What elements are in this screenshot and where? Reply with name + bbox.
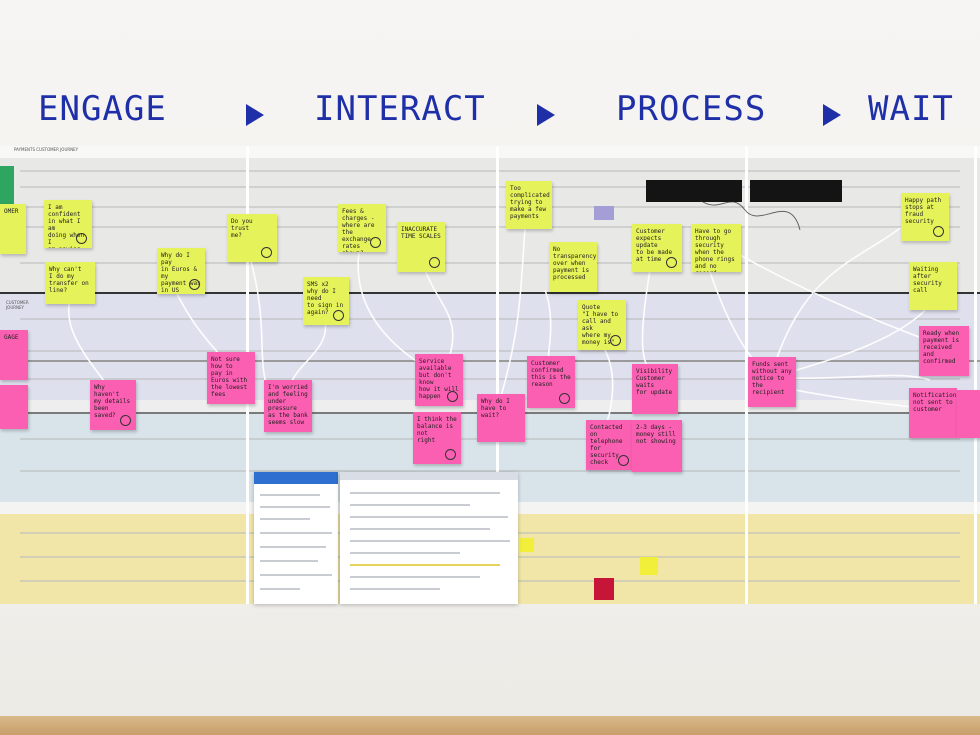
sticky-note-pink: Customer confirmed this is the reason (527, 356, 575, 408)
panel-seam (745, 146, 748, 604)
sticky-note-pink: Service available but don't know how it … (415, 354, 463, 406)
print-row (20, 378, 960, 380)
sticky-note-pink: Why do I have to wait? (477, 394, 525, 442)
face-icon (370, 237, 381, 248)
band-lavender (0, 294, 980, 400)
row-label-customer-journey: CUSTOMER JOURNEY (6, 300, 29, 310)
sticky-note-pink: Ready when payment is received and confi… (919, 326, 969, 376)
print-row (20, 186, 960, 188)
yellow-marker (640, 557, 658, 575)
sticky-note-pink: Visibility Customer waits for update (632, 364, 678, 414)
sticky-note-pink (957, 390, 980, 438)
purple-marker (594, 206, 614, 220)
print-row (20, 170, 960, 172)
sticky-note-yellow: Too complicated trying to make a few pay… (506, 181, 552, 229)
stage-arrow-icon (246, 104, 264, 126)
stage-label-process: PROCESS (616, 89, 767, 129)
sticky-note-yellow: SMS x2 why do I need to sign in again? (303, 277, 349, 325)
sticky-note-pink: I think the balance is not right (413, 412, 461, 464)
face-icon (189, 279, 200, 290)
sticky-note-pink: Why haven't my details been saved? (90, 380, 136, 430)
sticky-note-yellow: Happy path stops at fraud security (901, 193, 949, 241)
sticky-note-pink: I'm worried and feeling under pressure a… (264, 380, 312, 432)
sticky-note-pink: GAGE (0, 330, 28, 380)
face-icon (445, 449, 456, 460)
sticky-note-pink: Notification not sent to customer (909, 388, 957, 438)
board-header-text: PAYMENTS CUSTOMER JOURNEY (14, 147, 79, 152)
sticky-note-yellow: Waiting after security call (909, 262, 957, 310)
row-divider (0, 292, 980, 294)
sticky-note-yellow: Quote "I have to call and ask where my m… (578, 300, 626, 350)
panel-seam (496, 146, 499, 604)
sticky-note-pink: 2-3 days - money still not showing (632, 420, 682, 472)
face-icon (666, 257, 677, 268)
stage-label-interact: INTERACT (314, 89, 486, 129)
sticky-note-yellow: Fees & charges - where are the exchange … (338, 204, 386, 252)
sticky-note-yellow: No transparency over when payment is pro… (549, 242, 597, 292)
sticky-note-yellow: Why do I pay in Euros & my payment was i… (157, 248, 205, 294)
header-strip (0, 146, 980, 158)
face-icon (120, 415, 131, 426)
band-green-edge (0, 166, 14, 206)
print-row (20, 350, 960, 352)
sticky-note-yellow: OMER (0, 204, 26, 254)
face-icon (933, 226, 944, 237)
sticky-note-pink: Not sure how to pay in Euros with the lo… (207, 352, 255, 404)
sticky-note-yellow: INACCURATE TIME SCALES (397, 222, 445, 272)
sticky-note-yellow: Do you trust me? (227, 214, 277, 262)
sticky-note-yellow: I am confident in what I am doing when I… (44, 200, 92, 248)
stage-label-engage: ENGAGE (38, 89, 167, 129)
stage-label-wait: WAIT (868, 89, 954, 129)
yellow-marker (520, 538, 534, 552)
sticky-note-yellow: Customer expects update to be made at ti… (632, 224, 682, 272)
sticky-note-pink (0, 385, 28, 429)
print-row (20, 262, 960, 264)
redacted-bar (646, 180, 742, 202)
face-icon (610, 335, 621, 346)
face-icon (333, 310, 344, 321)
sticky-note-yellow: Have to go through security when the pho… (691, 224, 741, 272)
face-icon (76, 233, 87, 244)
sticky-note-pink: Contacted on telephone for security chec… (586, 420, 634, 470)
face-icon (429, 257, 440, 268)
print-row (20, 470, 960, 472)
sticky-note-yellow: Why can't I do my transfer on line? (45, 262, 95, 304)
face-icon (618, 455, 629, 466)
stage-arrow-icon (537, 104, 555, 126)
face-icon (261, 247, 272, 258)
print-row (20, 206, 960, 208)
red-marker (594, 578, 614, 600)
pinned-web-screenshot (340, 472, 518, 604)
row-divider (0, 360, 980, 362)
stage-arrow-icon (823, 104, 841, 126)
print-row (20, 226, 960, 228)
sticky-note-pink: Funds sent without any notice to the rec… (748, 357, 796, 407)
print-row (20, 318, 960, 320)
face-icon (447, 391, 458, 402)
redacted-bar (750, 180, 842, 202)
pinned-phone-screenshot (254, 472, 338, 604)
panel-seam (974, 146, 977, 604)
face-icon (559, 393, 570, 404)
wooden-floor-edge (0, 716, 980, 735)
